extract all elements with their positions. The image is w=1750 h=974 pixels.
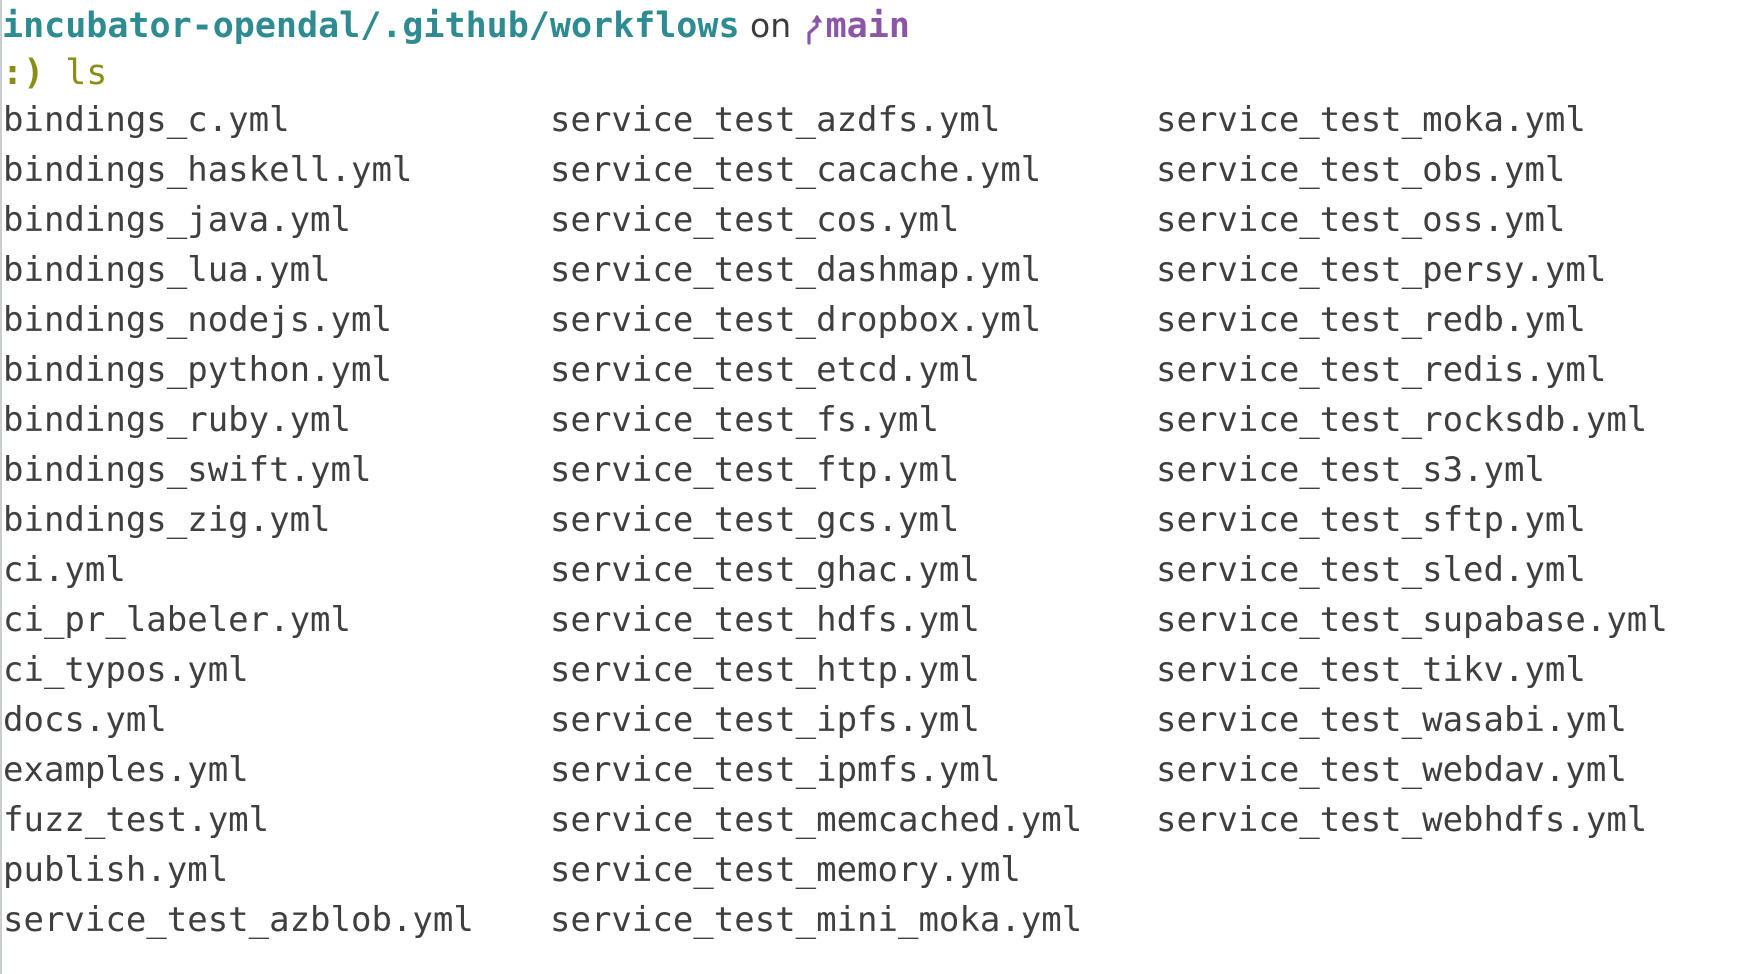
file-entry: bindings_c.yml <box>3 100 290 140</box>
file-entry: service_test_moka.yml <box>1156 100 1586 140</box>
file-entry: service_test_rocksdb.yml <box>1156 400 1648 440</box>
file-entry: bindings_zig.yml <box>3 500 331 540</box>
file-entry: service_test_http.yml <box>550 650 980 690</box>
file-entry: service_test_ghac.yml <box>550 550 980 590</box>
file-entry: service_test_webhdfs.yml <box>1156 800 1648 840</box>
file-entry: service_test_dropbox.yml <box>550 300 1042 340</box>
file-entry: service_test_ftp.yml <box>550 450 960 490</box>
file-entry: ci_pr_labeler.yml <box>3 600 351 640</box>
file-entry: service_test_oss.yml <box>1156 200 1566 240</box>
prompt-path-line: incubator-opendal/.github/workflows on m… <box>2 2 910 51</box>
prompt-git-branch-name: main <box>825 6 910 46</box>
file-entry: service_test_s3.yml <box>1156 450 1545 490</box>
ls-column-2: service_test_azdfs.yml service_test_cacac… <box>550 95 1082 945</box>
file-entry: service_test_etcd.yml <box>550 350 980 390</box>
file-entry: service_test_fs.yml <box>550 400 939 440</box>
file-entry: service_test_ipmfs.yml <box>550 750 1001 790</box>
shell-command: ls <box>65 53 108 93</box>
file-entry: service_test_sled.yml <box>1156 550 1586 590</box>
file-entry: bindings_java.yml <box>3 200 351 240</box>
file-entry: service_test_supabase.yml <box>1156 600 1668 640</box>
file-entry: service_test_redis.yml <box>1156 350 1607 390</box>
file-entry: service_test_gcs.yml <box>550 500 960 540</box>
file-entry: service_test_azblob.yml <box>3 900 474 940</box>
file-entry: service_test_dashmap.yml <box>550 250 1042 290</box>
file-entry: examples.yml <box>3 750 249 790</box>
left-edge-gutter <box>0 0 2 974</box>
prompt-on-keyword: on <box>739 6 802 45</box>
file-entry: fuzz_test.yml <box>3 800 270 840</box>
prompt-command-text <box>44 53 65 93</box>
file-entry: service_test_cacache.yml <box>550 150 1042 190</box>
prompt-status-face: :) <box>2 53 45 93</box>
file-entry: service_test_persy.yml <box>1156 250 1607 290</box>
file-entry: ci_typos.yml <box>3 650 249 690</box>
file-entry: docs.yml <box>3 700 167 740</box>
file-entry: service_test_cos.yml <box>550 200 960 240</box>
file-entry: bindings_haskell.yml <box>3 150 413 190</box>
file-entry: service_test_sftp.yml <box>1156 500 1586 540</box>
file-entry: service_test_redb.yml <box>1156 300 1586 340</box>
file-entry: service_test_obs.yml <box>1156 150 1566 190</box>
file-entry: bindings_python.yml <box>3 350 392 390</box>
prompt-command-line[interactable]: :) ls <box>2 50 107 97</box>
file-entry: bindings_ruby.yml <box>3 400 351 440</box>
file-entry: service_test_mini_moka.yml <box>550 900 1083 940</box>
file-entry: service_test_memcached.yml <box>550 800 1083 840</box>
file-entry: service_test_ipfs.yml <box>550 700 980 740</box>
file-entry: service_test_webdav.yml <box>1156 750 1627 790</box>
file-entry: publish.yml <box>3 850 229 890</box>
file-entry: bindings_nodejs.yml <box>3 300 392 340</box>
file-entry: ci.yml <box>3 550 126 590</box>
file-entry: service_test_hdfs.yml <box>550 600 980 640</box>
git-branch-icon <box>802 4 826 51</box>
file-entry: bindings_lua.yml <box>3 250 331 290</box>
file-entry: service_test_tikv.yml <box>1156 650 1586 690</box>
file-entry: bindings_swift.yml <box>3 450 372 490</box>
file-entry: service_test_azdfs.yml <box>550 100 1001 140</box>
prompt-working-directory: incubator-opendal/.github/workflows <box>2 6 740 46</box>
file-entry: service_test_wasabi.yml <box>1156 700 1627 740</box>
ls-column-3: service_test_moka.yml service_test_obs.ym… <box>1156 95 1668 845</box>
file-entry: service_test_memory.yml <box>550 850 1021 890</box>
